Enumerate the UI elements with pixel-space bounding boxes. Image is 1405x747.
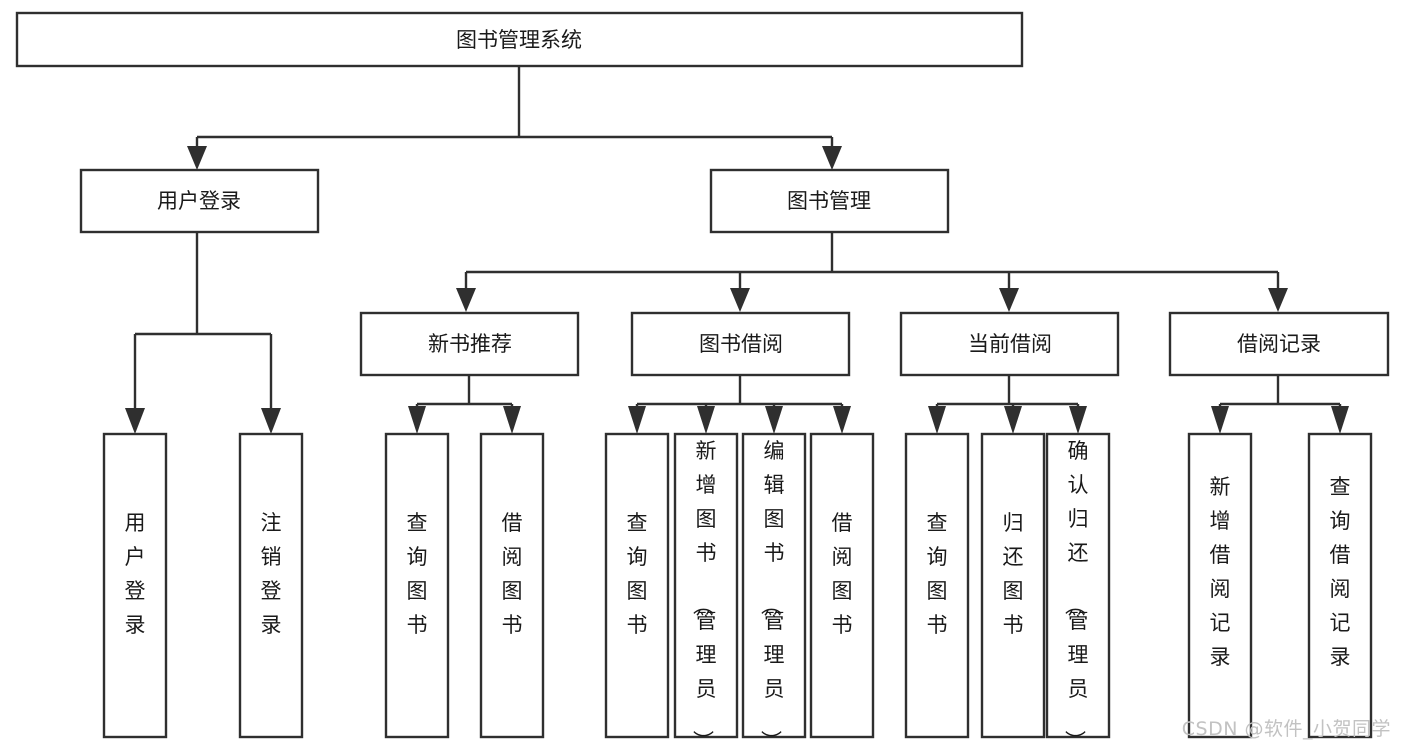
leaf-node-query-borrow-record[interactable]: 查询借阅记录 xyxy=(1307,432,1373,739)
node-new-book-recommend[interactable]: 新书推荐 xyxy=(359,311,580,377)
leaf-node-confirm-return[interactable]: 确认归还（管理员） xyxy=(1045,432,1111,747)
connectors-new-book-recommend-to-leaves xyxy=(408,375,521,434)
node-user-login-label: 用户登录 xyxy=(157,189,241,213)
leaf-node-add-book[interactable]: 新增图书（管理员） xyxy=(673,432,739,747)
leaf-query-book-b-box[interactable] xyxy=(604,432,670,739)
node-book-borrow[interactable]: 图书借阅 xyxy=(630,311,851,377)
leaf-add-borrow-record-label: 新增借阅记录 xyxy=(1210,475,1231,669)
leaf-query-book-c-box[interactable] xyxy=(904,432,970,739)
leaf-borrow-book-a-label: 借阅图书 xyxy=(502,511,523,637)
leaf-node-borrow-book-recommend[interactable]: 借阅图书 xyxy=(479,432,545,739)
connectors-root-to-level2 xyxy=(187,66,842,170)
leaf-query-borrow-record-box[interactable] xyxy=(1307,432,1373,739)
arrow-head-leaf-user-login xyxy=(125,408,145,434)
leaf-node-logout[interactable]: 注销登录 xyxy=(238,432,304,739)
leaf-borrow-book-a-box[interactable] xyxy=(479,432,545,739)
node-root-book-management-system[interactable]: 图书管理系统 xyxy=(15,11,1024,68)
arrow-head-leaf-confirm-return xyxy=(1069,406,1087,434)
leaf-edit-book-box[interactable] xyxy=(741,432,807,739)
node-current-borrow-label: 当前借阅 xyxy=(968,332,1052,356)
leaf-node-edit-book[interactable]: 编辑图书（管理员） xyxy=(741,432,807,747)
leaf-logout-box[interactable] xyxy=(238,432,304,739)
leaf-node-borrow-book[interactable]: 借阅图书 xyxy=(809,432,875,739)
node-new-book-recommend-box[interactable] xyxy=(359,311,580,377)
node-user-login-box[interactable] xyxy=(79,168,320,234)
leaf-user-login-label: 用户登录 xyxy=(125,511,146,637)
arrow-head-leaf-query-book-c xyxy=(928,406,946,434)
leaf-query-book-a-box[interactable] xyxy=(384,432,450,739)
node-book-management-label: 图书管理 xyxy=(787,189,871,213)
arrow-head-to-book-borrow xyxy=(730,288,750,312)
leaf-return-book-box[interactable] xyxy=(980,432,1046,739)
connectors-user-login-to-leaves xyxy=(125,232,281,434)
arrow-head-to-user-login xyxy=(187,146,207,170)
arrow-head-leaf-borrow-book-a xyxy=(503,406,521,434)
leaf-node-query-book-borrow[interactable]: 查询图书 xyxy=(604,432,670,739)
leaf-user-login-box[interactable] xyxy=(102,432,168,739)
leaf-add-borrow-record-box[interactable] xyxy=(1187,432,1253,739)
leaf-borrow-book-b-box[interactable] xyxy=(809,432,875,739)
arrow-head-leaf-return-book xyxy=(1004,406,1022,434)
leaf-node-add-borrow-record[interactable]: 新增借阅记录 xyxy=(1187,432,1253,739)
connectors-book-mgmt-to-level3 xyxy=(456,232,1288,312)
arrow-head-leaf-add-book xyxy=(697,406,715,434)
leaf-edit-book-label: 编辑图书（管理员） xyxy=(759,439,785,747)
node-current-borrow-box[interactable] xyxy=(899,311,1120,377)
leaf-logout-label: 注销登录 xyxy=(261,511,282,637)
connectors-book-borrow-to-leaves xyxy=(628,375,851,434)
leaf-confirm-return-box[interactable] xyxy=(1045,432,1111,739)
node-root-box[interactable] xyxy=(15,11,1024,68)
leaf-query-book-b-label: 查询图书 xyxy=(627,511,648,637)
leaf-query-borrow-record-label: 查询借阅记录 xyxy=(1330,475,1351,669)
arrow-head-to-borrow-record xyxy=(1268,288,1288,312)
node-borrow-record-label: 借阅记录 xyxy=(1237,332,1321,356)
arrow-head-leaf-borrow-book-b xyxy=(833,406,851,434)
leaf-add-book-label: 新增图书（管理员） xyxy=(691,439,717,747)
connectors-borrow-record-to-leaves xyxy=(1211,375,1349,434)
node-book-borrow-box[interactable] xyxy=(630,311,851,377)
leaf-node-return-book[interactable]: 归还图书 xyxy=(980,432,1046,739)
arrow-head-leaf-add-borrow-record xyxy=(1211,406,1229,434)
leaf-add-book-box[interactable] xyxy=(673,432,739,739)
arrow-head-leaf-query-book-a xyxy=(408,406,426,434)
arrow-head-leaf-query-borrow-record xyxy=(1331,406,1349,434)
node-borrow-record[interactable]: 借阅记录 xyxy=(1168,311,1390,377)
node-book-borrow-label: 图书借阅 xyxy=(699,332,783,356)
arrow-head-to-book-mgmt xyxy=(822,146,842,170)
leaf-borrow-book-b-label: 借阅图书 xyxy=(832,511,853,637)
leaf-query-book-c-label: 查询图书 xyxy=(927,511,948,637)
arrow-head-leaf-logout xyxy=(261,408,281,434)
leaf-node-query-book-recommend[interactable]: 查询图书 xyxy=(384,432,450,739)
node-book-management[interactable]: 图书管理 xyxy=(709,168,950,234)
leaf-node-user-login[interactable]: 用户登录 xyxy=(102,432,168,739)
node-book-management-box[interactable] xyxy=(709,168,950,234)
node-user-login[interactable]: 用户登录 xyxy=(79,168,320,234)
leaf-query-book-a-label: 查询图书 xyxy=(407,511,428,637)
arrow-head-to-new-book-recommend xyxy=(456,288,476,312)
node-borrow-record-box[interactable] xyxy=(1168,311,1390,377)
node-current-borrow[interactable]: 当前借阅 xyxy=(899,311,1120,377)
arrow-head-leaf-query-book-b xyxy=(628,406,646,434)
arrow-head-leaf-edit-book xyxy=(765,406,783,434)
arrow-head-to-current-borrow xyxy=(999,288,1019,312)
leaf-node-query-book-current[interactable]: 查询图书 xyxy=(904,432,970,739)
node-root-label: 图书管理系统 xyxy=(456,28,582,52)
leaf-confirm-return-label: 确认归还（管理员） xyxy=(1063,439,1089,747)
leaf-return-book-label: 归还图书 xyxy=(1003,511,1024,637)
connectors-current-borrow-to-leaves xyxy=(928,375,1087,434)
node-new-book-recommend-label: 新书推荐 xyxy=(428,332,512,356)
